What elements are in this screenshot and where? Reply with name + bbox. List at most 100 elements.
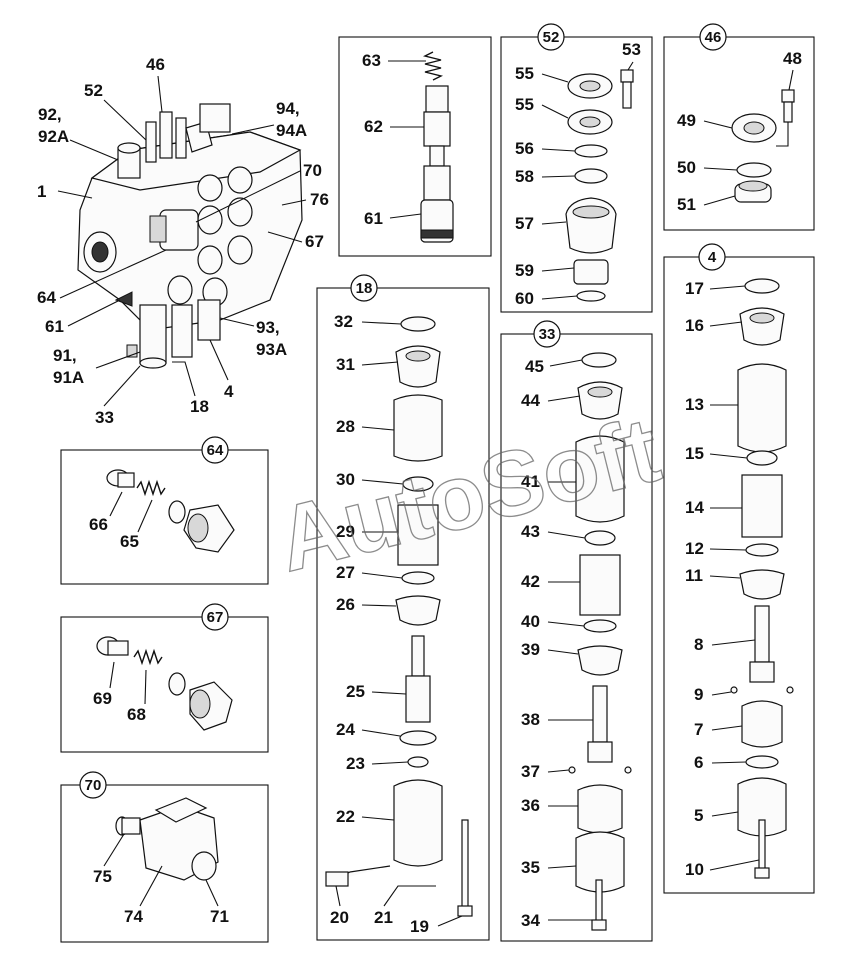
part-label: 6 [694,753,703,772]
part-label: 66 [89,515,108,534]
box-title: 33 [539,326,556,343]
part-label: 31 [336,355,355,374]
box-title: 70 [85,777,102,794]
part-label: 65 [120,532,139,551]
box-title: 46 [705,29,722,46]
part-label: 60 [515,289,534,308]
box-title: 67 [207,609,224,626]
part-label: 12 [685,539,704,558]
part-label: 53 [622,40,641,59]
part-label: 40 [521,612,540,631]
part-label: 71 [210,907,229,926]
part-label: 22 [336,807,355,826]
callout: 67 [305,232,324,251]
part-label: 21 [374,908,393,927]
part-label: 29 [336,522,355,541]
part-label: 68 [127,705,146,724]
part-label: 27 [336,563,355,582]
detail-box-70: 70 75 74 71 [60,771,269,943]
callout: 46 [146,55,165,74]
detail-box-52: 52 53 55 55 56 58 57 59 60 [500,23,653,313]
callout: 76 [310,190,329,209]
part-label: 13 [685,395,704,414]
part-label: 44 [521,391,540,410]
part-label: 39 [521,640,540,659]
part-label: 75 [93,867,112,886]
part-label: 38 [521,710,540,729]
callout: 18 [190,397,209,416]
part-label: 62 [364,117,383,136]
callout: 61 [45,317,64,336]
part-label: 17 [685,279,704,298]
callout: 93A [256,340,287,359]
part-label: 43 [521,522,540,541]
part-label: 42 [521,572,540,591]
callout: 70 [303,161,322,180]
part-label: 32 [334,312,353,331]
callout: 52 [84,81,103,100]
part-label: 55 [515,64,534,83]
callout: 92, [38,105,62,124]
callout: 4 [224,382,234,401]
callout: 92A [38,127,69,146]
part-label: 25 [346,682,365,701]
part-label: 14 [685,498,704,517]
callout: 93, [256,318,280,337]
callout: 94A [276,121,307,140]
callout: 64 [37,288,56,307]
part-label: 30 [336,470,355,489]
callout: 91, [53,346,77,365]
callout: 94, [276,99,300,118]
part-label: 5 [694,806,703,825]
part-label: 10 [685,860,704,879]
part-label: 24 [336,720,355,739]
part-label: 48 [783,49,802,68]
part-label: 19 [410,917,429,936]
part-label: 20 [330,908,349,927]
part-label: 15 [685,444,704,463]
part-label: 51 [677,195,696,214]
part-label: 26 [336,595,355,614]
detail-box-46: 46 48 49 50 51 [663,23,815,231]
part-label: 23 [346,754,365,773]
detail-box-61: 63 62 61 [338,36,492,257]
part-label: 41 [521,472,540,491]
part-label: 49 [677,111,696,130]
part-label: 35 [521,858,540,877]
box-title: 52 [543,29,560,46]
part-label: 55 [515,95,534,114]
part-label: 37 [521,762,540,781]
box-title: 4 [708,249,717,266]
part-label: 28 [336,417,355,436]
part-label: 58 [515,167,534,186]
part-label: 36 [521,796,540,815]
callout: 91A [53,368,84,387]
detail-box-18: 18 32 31 28 30 29 27 26 25 24 23 22 20 2… [316,274,490,941]
part-label: 59 [515,261,534,280]
part-label: 63 [362,51,381,70]
detail-box-67: 67 69 68 [60,603,269,753]
callout: 1 [37,182,46,201]
detail-box-33: 33 45 44 41 43 42 40 39 38 37 36 35 34 [500,320,653,942]
callout: 33 [95,408,114,427]
part-label: 57 [515,214,534,233]
part-label: 45 [525,357,544,376]
detail-box-4: 4 17 16 13 15 14 12 11 8 9 7 6 5 10 [663,243,815,894]
box-title: 64 [207,442,224,459]
detail-box-64: 64 66 65 [60,436,269,585]
main-valve-assembly [77,103,303,369]
part-label: 8 [694,635,703,654]
box-title: 18 [356,280,373,297]
part-label: 74 [124,907,143,926]
part-label: 34 [521,911,540,930]
part-label: 9 [694,685,703,704]
part-label: 16 [685,316,704,335]
part-label: 50 [677,158,696,177]
part-label: 61 [364,209,383,228]
part-label: 56 [515,139,534,158]
part-label: 7 [694,720,703,739]
main-callouts: 1 46 52 70 76 67 64 61 4 18 33 92, 92A 9… [37,55,329,427]
part-label: 69 [93,689,112,708]
part-label: 11 [685,566,703,585]
